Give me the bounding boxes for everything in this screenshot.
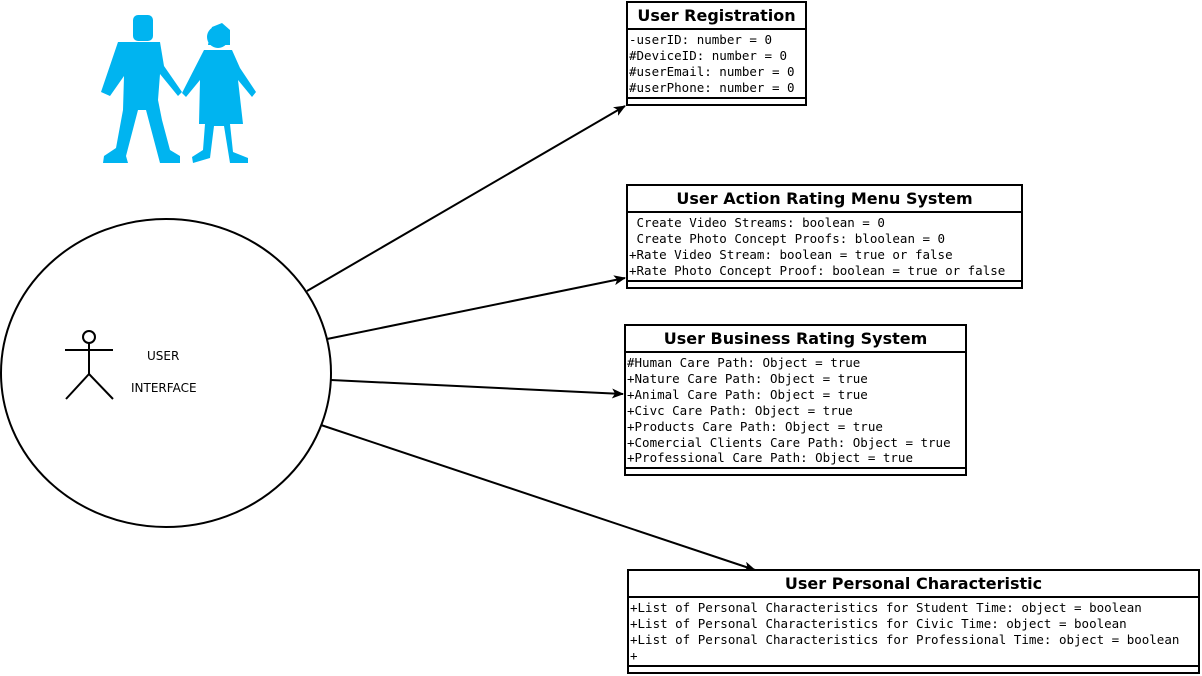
actor-label-user: USER bbox=[147, 349, 180, 363]
class-attribute: +List of Personal Characteristics for Ci… bbox=[630, 615, 1127, 631]
class-attribute: Create Photo Concept Proofs: bloolean = … bbox=[629, 230, 946, 246]
actor-label-interface: INTERFACE bbox=[131, 381, 197, 395]
class-user-registration: User Registration -userID: number = 0 #D… bbox=[626, 1, 807, 106]
class-attribute: +Products Care Path: Object = true bbox=[627, 418, 883, 434]
class-attribute: +Comercial Clients Care Path: Object = t… bbox=[627, 434, 951, 450]
class-attribute: +List of Personal Characteristics for St… bbox=[630, 600, 1142, 615]
class-attribute: #Human Care Path: Object = true bbox=[627, 355, 861, 370]
class-attribute: #userEmail: number = 0 bbox=[629, 63, 795, 79]
class-operations bbox=[628, 99, 805, 104]
class-user-action-rating-menu-system: User Action Rating Menu System Create Vi… bbox=[626, 184, 1023, 289]
actor-icon bbox=[65, 330, 114, 400]
class-attribute: -userID: number = 0 bbox=[629, 32, 772, 47]
class-attributes: Create Video Streams: boolean = 0 Create… bbox=[628, 213, 1021, 282]
class-attribute: +Animal Care Path: Object = true bbox=[627, 386, 868, 402]
class-attribute: #userPhone: number = 0 bbox=[629, 79, 795, 95]
class-attribute: +Professional Care Path: Object = true bbox=[627, 450, 913, 466]
arrow-to-user-registration bbox=[306, 105, 626, 292]
class-attribute: +Nature Care Path: Object = true bbox=[627, 370, 868, 386]
class-attribute: +Civc Care Path: Object = true bbox=[627, 402, 853, 418]
class-attributes: +List of Personal Characteristics for St… bbox=[629, 598, 1198, 667]
class-operations bbox=[628, 282, 1021, 287]
class-title: User Business Rating System bbox=[626, 326, 965, 353]
class-user-business-rating-system: User Business Rating System #Human Care … bbox=[624, 324, 967, 477]
class-title: User Personal Characteristic bbox=[629, 571, 1198, 598]
class-attribute: +List of Personal Characteristics for Pr… bbox=[630, 631, 1180, 647]
arrow-to-business-rating bbox=[330, 379, 624, 399]
arrow-to-personal-characteristic bbox=[320, 424, 756, 572]
arrow-to-action-rating bbox=[326, 275, 626, 340]
class-title: User Registration bbox=[628, 3, 805, 30]
class-attribute: Create Video Streams: boolean = 0 bbox=[629, 215, 885, 230]
class-attributes: -userID: number = 0 #DeviceID: number = … bbox=[628, 30, 805, 99]
class-operations bbox=[629, 667, 1198, 672]
class-attribute: +Rate Photo Concept Proof: boolean = tru… bbox=[629, 262, 1006, 278]
class-attribute: +Rate Video Stream: boolean = true or fa… bbox=[629, 246, 953, 262]
class-title: User Action Rating Menu System bbox=[628, 186, 1021, 213]
people-icon bbox=[101, 15, 256, 163]
class-user-personal-characteristic: User Personal Characteristic +List of Pe… bbox=[627, 569, 1200, 674]
class-attribute: #DeviceID: number = 0 bbox=[629, 47, 788, 63]
class-attribute: + bbox=[630, 647, 638, 663]
class-attributes: #Human Care Path: Object = true +Nature … bbox=[626, 353, 965, 470]
class-operations bbox=[626, 469, 965, 474]
user-interface-circle bbox=[0, 218, 332, 528]
